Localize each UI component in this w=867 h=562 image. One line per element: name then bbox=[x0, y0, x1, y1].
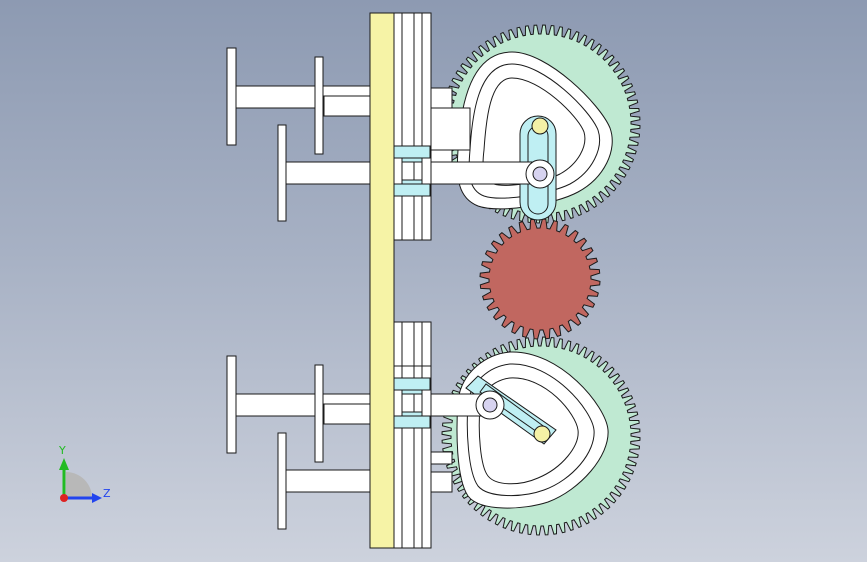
base-plate bbox=[369, 12, 395, 549]
lower-plates bbox=[393, 321, 432, 549]
lower-left-rods bbox=[226, 355, 371, 530]
coordinate-triad: Y Z bbox=[58, 444, 111, 503]
z-axis-label: Z bbox=[103, 487, 111, 500]
upper-left-rods bbox=[226, 47, 371, 222]
upper-plates bbox=[393, 12, 432, 241]
bushings bbox=[393, 145, 431, 429]
gear-center-red bbox=[479, 218, 601, 340]
upper-mechanism bbox=[285, 87, 557, 221]
y-axis-label: Y bbox=[58, 444, 66, 457]
